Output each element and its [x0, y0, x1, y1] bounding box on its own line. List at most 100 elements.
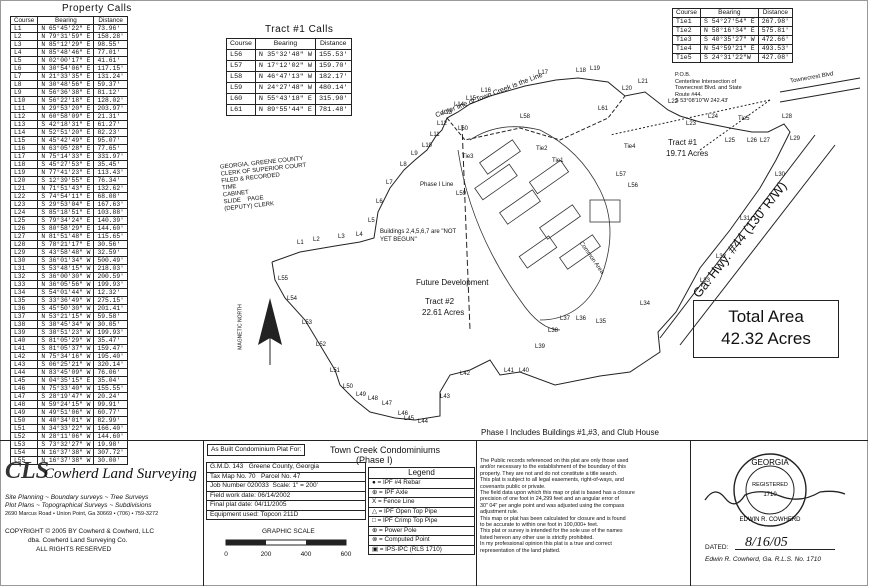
buildings-group — [457, 126, 621, 331]
gmd-value: 143 — [232, 463, 244, 470]
total-area-line1: Total Area — [728, 307, 804, 326]
scale-tick-label: 600 — [341, 551, 352, 558]
table-cell: 427.08' — [757, 53, 794, 63]
taxmap-label: Tax Map No. — [210, 472, 247, 480]
legend-item: △ = IPF Open Top Pipe — [369, 506, 474, 517]
note-line: representation of the land platted. — [480, 547, 561, 554]
line-label-l53: L53 — [302, 320, 313, 326]
legend-item: X = Fence Line — [369, 497, 474, 507]
line-label-l10: L10 — [422, 143, 433, 149]
line-label-l25: L25 — [725, 138, 736, 144]
title-block — [0, 440, 868, 587]
highway-edge-2 — [679, 144, 836, 346]
phase-line — [461, 124, 471, 331]
legend-item: ⊗ = Computed Point — [369, 535, 474, 545]
line-label-l22: L22 — [668, 99, 679, 105]
signature-scribble — [704, 490, 846, 505]
line-label-l17: L17 — [538, 70, 549, 76]
magnetic-north-label: MAGNETIC NORTH — [237, 304, 244, 350]
fieldwork-date: Field work date: 06/14/2002 — [206, 491, 366, 501]
line-label-l9: L9 — [411, 151, 418, 157]
line-label-l20: L20 — [622, 86, 633, 92]
line-label-l31: L31 — [740, 216, 751, 222]
final-plat-date: Final plat date: 04/11/2005 — [206, 501, 366, 511]
line-label-l29: L29 — [790, 136, 801, 142]
note-line: In my professional opinion this plat is … — [480, 541, 612, 548]
note-line: This plat or survey is intended for the … — [480, 528, 623, 535]
line-label-l34: L34 — [640, 301, 651, 307]
note-line: This map or plat has been calculated for… — [480, 515, 626, 522]
line-label-tie4: Tie4 — [624, 144, 636, 150]
note-line: property. They are not and do not consti… — [480, 470, 618, 477]
line-label-l4: L4 — [356, 232, 363, 238]
phase-line-label: Phase I Line — [420, 182, 454, 188]
tract-calls-title: Tract #1 Calls — [265, 24, 334, 35]
line-label-l19: L19 — [590, 66, 601, 72]
taxmap-value: 70 — [248, 472, 256, 480]
line-label-l30: L30 — [775, 172, 786, 178]
property-calls-title: Property Calls — [62, 3, 132, 14]
title-divider-2 — [476, 440, 477, 586]
line-label-l13: L13 — [442, 110, 453, 116]
project-phase: (Phase I) — [356, 455, 393, 465]
tract1-line — [446, 95, 626, 141]
project-info-box: G.M.D. 143 Greene County, Georgia Tax Ma… — [206, 462, 366, 520]
note-line: The Public records referenced on this pl… — [480, 458, 629, 464]
company-services-1: Site Planning ~ Boundary surveys ~ Tree … — [5, 494, 149, 501]
seal-top-text: GEORGIA — [751, 458, 789, 467]
scale-tick-label: 0 — [224, 551, 228, 558]
line-label-l37: L37 — [560, 316, 571, 322]
line-label-l57: L57 — [616, 172, 627, 178]
table-cell: Tie5 — [672, 53, 701, 63]
legend-item: ▣ = IPS-IPC (RLS 1710) — [369, 544, 474, 555]
tract1-acres: 19.71 Acres — [666, 149, 709, 158]
line-label-l2: L2 — [313, 237, 320, 243]
line-label-l28: L28 — [782, 114, 793, 120]
line-label-l27: L27 — [760, 138, 771, 144]
townecrest-edge-1 — [779, 77, 861, 93]
county: Greene County, Georgia — [248, 463, 320, 470]
table-cell: 30.00' — [93, 456, 128, 465]
tract1-label: Tract #1 — [668, 138, 698, 147]
title-divider-3 — [690, 440, 691, 586]
total-area-box: Total Area 42.32 Acres — [693, 300, 839, 358]
note-line: precision of one foot in 24,299 feet and… — [480, 496, 620, 503]
line-label-l46: L46 — [398, 411, 409, 417]
note-line: 30" 04" per angle point and was adjusted… — [480, 502, 625, 509]
line-label-l32: L32 — [716, 254, 727, 260]
job-label: Job Number — [210, 482, 246, 489]
seal-bottom-text: EDWIN R. COWHERD — [740, 517, 802, 523]
line-label-l3: L3 — [338, 234, 345, 240]
line-label-l24: L24 — [708, 114, 719, 120]
table-cell: N 89°55'44" E — [254, 104, 316, 116]
line-label-l38: L38 — [548, 328, 559, 334]
legend-item: ⊕ = Power Pole — [369, 525, 474, 536]
line-label-l61: L61 — [598, 106, 609, 112]
notes: The Public records referenced on this pl… — [480, 458, 685, 554]
line-label-l51: L51 — [330, 368, 341, 374]
line-label-l26: L26 — [747, 138, 758, 144]
note-line: to be accurate to within one foot in 100… — [480, 522, 599, 529]
copyright-1: COPYRIGHT © 2005 BY Cowherd & Cowherd, L… — [5, 528, 155, 535]
pob-line5: S 53°08'10"W 242.43' — [675, 98, 729, 105]
title-divider-1 — [203, 440, 204, 586]
line-label-l58: L58 — [520, 114, 531, 120]
pob-line4: Route #44. — [675, 91, 702, 98]
legend-item: ● = IPF #4 Rebar — [372, 479, 421, 486]
future-dev-label: Future Development — [416, 278, 489, 287]
